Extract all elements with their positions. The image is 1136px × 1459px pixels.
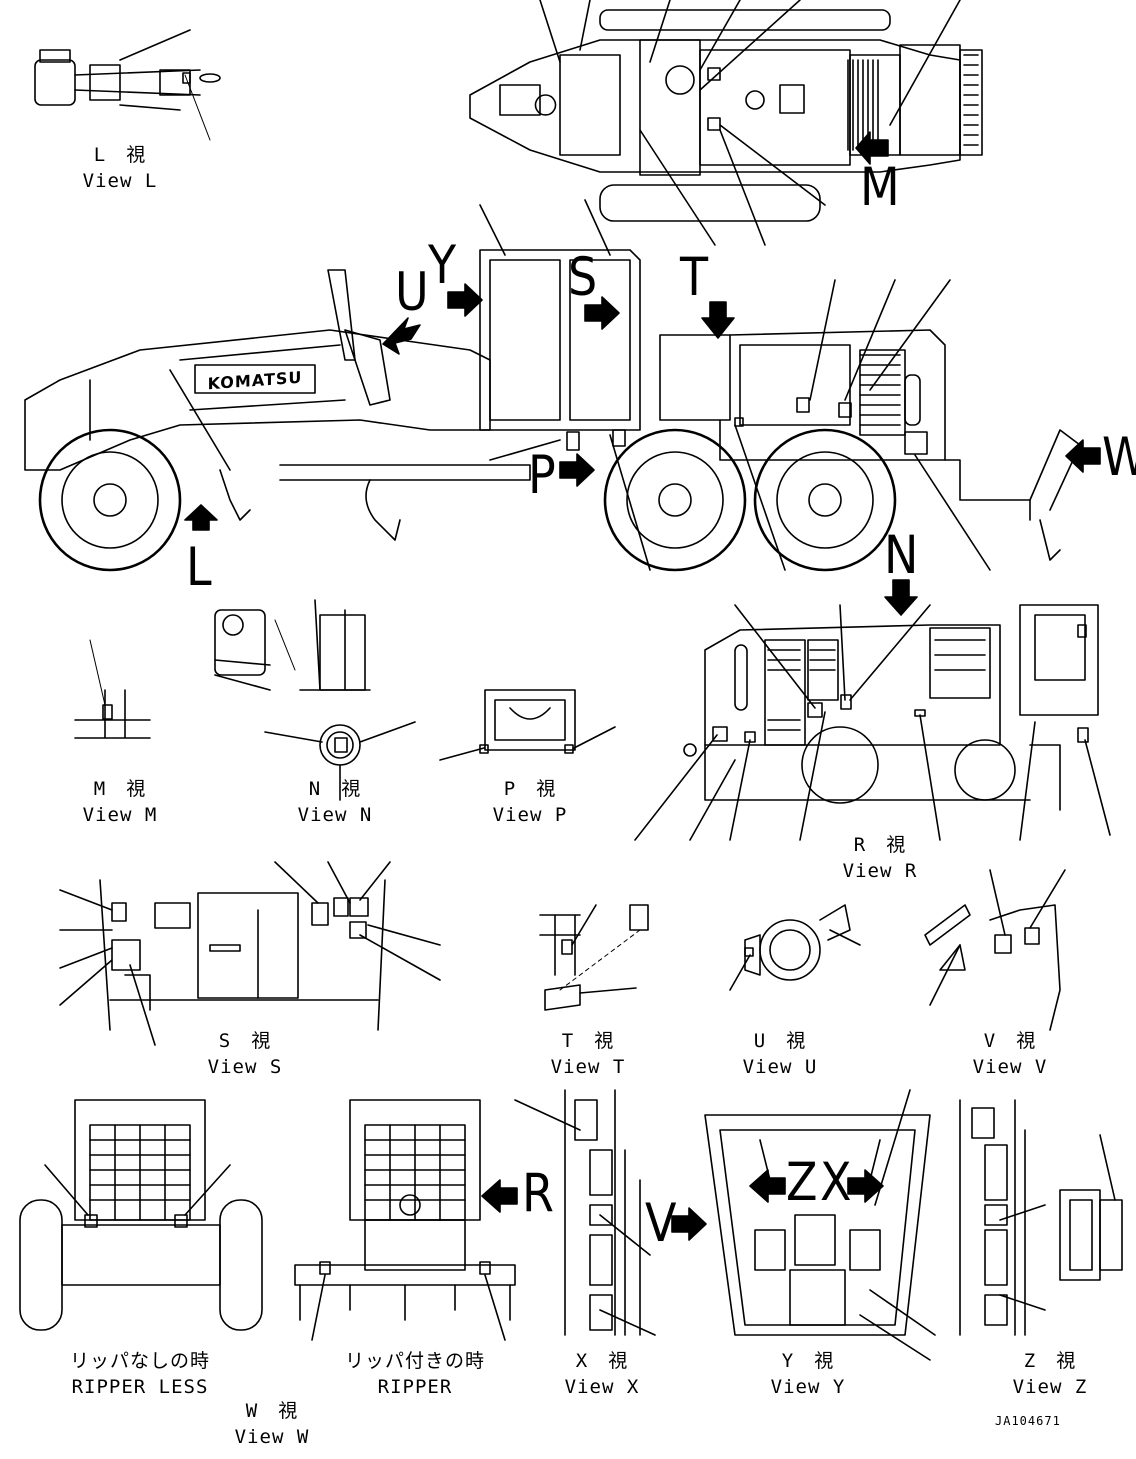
view-z-en: View Z: [1012, 1376, 1088, 1398]
arrow-letter-y: Y: [428, 233, 457, 296]
view-l-jp: L 視: [93, 144, 147, 166]
arrow-letter-u: U: [395, 260, 429, 323]
view-v-label: V 視 View V: [950, 1028, 1070, 1080]
motor-grader-side-view: [24, 199, 1101, 616]
view-s-jp: S 視: [218, 1030, 272, 1052]
view-t-en: View T: [550, 1056, 626, 1078]
view-m-label: M 視 View M: [60, 776, 180, 828]
ripper-jp: リッパ付きの時: [344, 1350, 485, 1372]
view-y-label: Y 視 View Y: [748, 1348, 868, 1400]
drawing-code: JA104671: [995, 1414, 1061, 1428]
ripper-less-jp: リッパなしの時: [69, 1350, 210, 1372]
view-y-en: View Y: [770, 1376, 846, 1398]
view-p-jp: P 視: [503, 778, 557, 800]
arrow-letter-w: W: [1102, 430, 1136, 483]
view-s-drawing: [59, 861, 441, 1046]
view-w-label: W 視 View W: [212, 1398, 332, 1450]
arrow-letter-m: M: [860, 155, 900, 218]
view-w-en: View W: [234, 1426, 310, 1448]
view-r-en: View R: [842, 860, 918, 882]
view-z-jp: Z 視: [1023, 1350, 1077, 1372]
view-t-label: T 視 View T: [528, 1028, 648, 1080]
view-s-label: S 視 View S: [185, 1028, 305, 1080]
view-u-drawing: [729, 904, 861, 991]
view-p-label: P 視 View P: [470, 776, 590, 828]
view-v-drawing: [924, 869, 1066, 1031]
view-u-label: U 視 View U: [720, 1028, 840, 1080]
view-m-drawing: [74, 639, 151, 739]
view-u-jp: U 視: [753, 1030, 807, 1052]
view-u-en: View U: [742, 1056, 818, 1078]
view-z-drawing: [959, 1099, 1123, 1336]
view-n-en: View N: [297, 804, 373, 826]
view-s-en: View S: [207, 1056, 283, 1078]
ripper-label: リッパ付きの時 RIPPER: [330, 1348, 500, 1400]
ripper-less-label: リッパなしの時 RIPPER LESS: [55, 1348, 225, 1400]
arrow-letter-l: L: [186, 535, 212, 598]
arrow-letter-z: Z: [786, 1150, 818, 1213]
view-x-jp: X 視: [575, 1350, 629, 1372]
view-z-label: Z 視 View Z: [990, 1348, 1110, 1400]
view-p-drawing: [439, 689, 616, 761]
view-l-label: L 視 View L: [60, 142, 180, 194]
view-t-drawing: [539, 904, 649, 1011]
view-p-en: View P: [492, 804, 568, 826]
view-x-drawing: [514, 1089, 707, 1336]
view-w-jp: W 視: [245, 1400, 299, 1422]
ripper-en: RIPPER: [377, 1376, 453, 1398]
view-x-en: View X: [564, 1376, 640, 1398]
arrow-letter-r: R: [522, 1161, 554, 1224]
view-m-jp: M 視: [93, 778, 147, 800]
arrow-letter-p: P: [528, 443, 556, 506]
view-n-label: N 視 View N: [275, 776, 395, 828]
view-r-drawing: [634, 604, 1111, 841]
view-n-jp: N 視: [308, 778, 362, 800]
view-m-en: View M: [82, 804, 158, 826]
arrow-letter-n: N: [884, 523, 919, 586]
view-w-ripper-drawing: [294, 1099, 518, 1341]
top-plan-view: [469, 0, 983, 246]
arrow-letter-v: V: [645, 1191, 677, 1254]
view-l-en: View L: [82, 170, 158, 192]
view-l-drawing: [34, 29, 221, 141]
view-r-label: R 視 View R: [820, 832, 940, 884]
arrow-letter-x: X: [820, 1150, 852, 1213]
view-w-ripper-less-drawing: [19, 1099, 263, 1331]
view-n-drawing: [214, 599, 416, 801]
arrow-letter-s: S: [568, 245, 598, 308]
view-v-jp: V 視: [983, 1030, 1037, 1052]
view-y-jp: Y 視: [781, 1350, 835, 1372]
view-t-jp: T 視: [561, 1030, 615, 1052]
view-r-jp: R 視: [853, 834, 907, 856]
ripper-less-en: RIPPER LESS: [71, 1376, 209, 1398]
arrow-letter-t: T: [680, 245, 709, 308]
view-v-en: View V: [972, 1056, 1048, 1078]
view-y-drawing: [704, 1089, 936, 1361]
view-x-label: X 視 View X: [542, 1348, 662, 1400]
